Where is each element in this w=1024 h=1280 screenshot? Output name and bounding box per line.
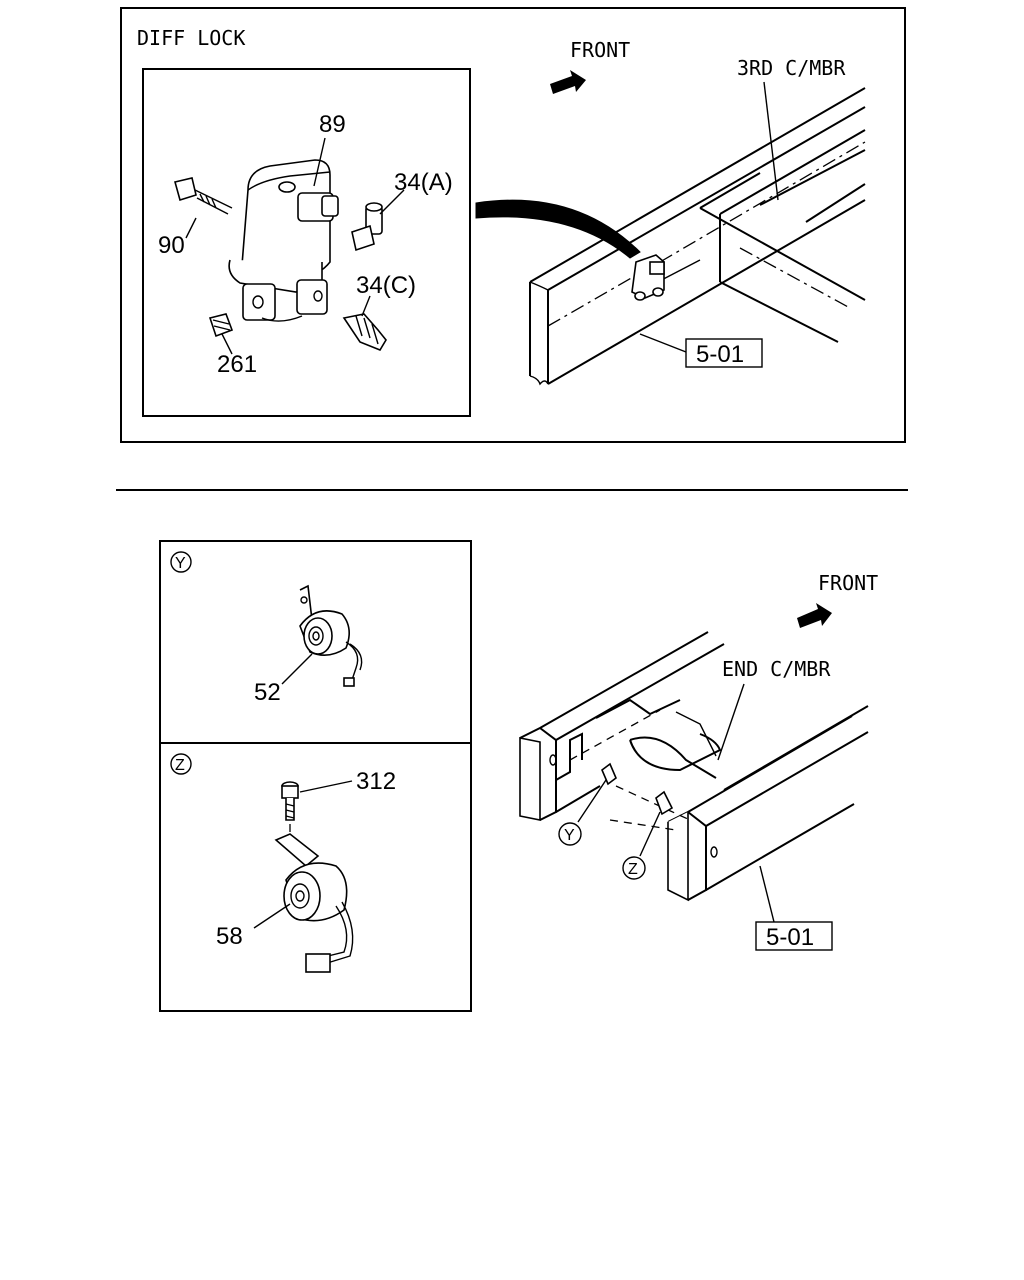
front-label-bottom: FRONT: [818, 571, 878, 595]
screw-312: [281, 781, 299, 840]
bolt-90: [174, 177, 233, 215]
leader-y: [577, 779, 607, 823]
front-label-top: FRONT: [570, 38, 630, 62]
ref-box-top: [685, 338, 763, 368]
location-y-marker: [558, 822, 582, 846]
leader-end-cmbr: [717, 683, 745, 761]
leader-ref-top: [639, 333, 687, 353]
chassis-frame-top: [529, 87, 866, 386]
callout-312: 312: [356, 768, 396, 795]
sensor-clip-z: [655, 790, 674, 816]
location-z-marker: [622, 856, 646, 880]
chassis-frame-bottom: [519, 631, 869, 902]
diff-lock-solenoid-valve: [228, 159, 339, 322]
callout-34a: 34(A): [394, 169, 453, 196]
callout-34c: 34(C): [356, 272, 416, 299]
callout-52: 52: [254, 679, 281, 706]
leader-ref-bottom: [759, 865, 775, 923]
mounted-solenoid-valve: [631, 254, 665, 301]
location-y-label: Y: [564, 827, 575, 844]
top-panel-frame: [120, 7, 906, 443]
view-y-marker-label: Y: [175, 555, 186, 572]
leader-52: [281, 653, 313, 685]
ref-box-bottom: [755, 921, 833, 951]
callout-58: 58: [216, 923, 243, 950]
leader-34c: [361, 295, 371, 317]
view-y-marker: [170, 551, 192, 573]
sensor-clip-y: [601, 762, 617, 786]
callout-261: 261: [217, 351, 257, 378]
fitting-34c: [342, 313, 387, 351]
detail-views-frame: [159, 540, 472, 1012]
leader-58: [253, 903, 291, 929]
diff-lock-title: DIFF LOCK: [137, 26, 245, 50]
callout-90: 90: [158, 232, 185, 259]
callout-89: 89: [319, 111, 346, 138]
location-z-label: Z: [628, 861, 638, 878]
leader-312: [299, 780, 353, 793]
sensor-58: [274, 833, 354, 973]
view-z-marker: [170, 753, 192, 775]
pointer-arrow: [475, 199, 641, 259]
leader-89: [313, 137, 326, 187]
leader-z: [639, 811, 661, 857]
front-arrow-icon-bottom: [797, 603, 832, 628]
leader-3rd-cmbr: [763, 81, 779, 201]
fitting-34a: [351, 202, 383, 252]
plug-261: [208, 313, 234, 338]
front-arrow-icon: [550, 70, 586, 94]
member-label-end: END C/MBR: [722, 657, 831, 681]
leader-261: [221, 333, 233, 355]
leader-90: [185, 217, 197, 239]
sensor-52: [299, 584, 363, 687]
view-z-marker-label: Z: [175, 757, 185, 774]
ref-box-bottom-label: 5-01: [766, 924, 814, 951]
top-detail-inset: [142, 68, 471, 417]
ref-box-top-label: 5-01: [696, 341, 744, 368]
leader-34a: [379, 189, 405, 215]
member-label-3rd: 3RD C/MBR: [737, 56, 846, 80]
